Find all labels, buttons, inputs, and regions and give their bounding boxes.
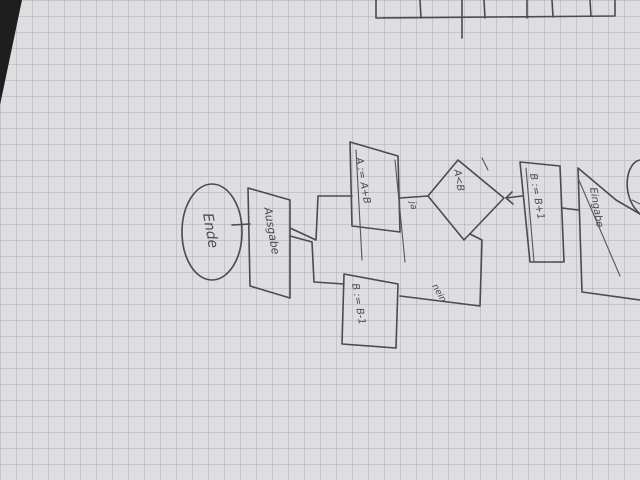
output-label: Ausgabe bbox=[261, 205, 282, 255]
start-terminal-partial bbox=[626, 159, 640, 215]
edge-output-process-bottom bbox=[289, 235, 345, 285]
process-top-label: A := A+B bbox=[353, 156, 372, 205]
input-parallelogram: Eingabe bbox=[577, 167, 640, 301]
decision-label: A<B bbox=[451, 168, 466, 193]
edge-end-output bbox=[231, 223, 251, 226]
edge-input-process-right bbox=[561, 207, 579, 211]
process-bottom-label: B := B-1 bbox=[349, 283, 367, 326]
process-right: B := B+1 bbox=[519, 161, 565, 263]
edge-yes-label: ja bbox=[407, 199, 419, 211]
edge-decision-no bbox=[399, 233, 483, 307]
end-label: Ende bbox=[199, 212, 221, 249]
end-terminal: Ende bbox=[181, 183, 243, 281]
process-top: A := A+B bbox=[349, 141, 406, 263]
edge-output-process-top bbox=[289, 195, 353, 241]
edge-process-right-decision bbox=[505, 191, 523, 205]
edge-decision-yes bbox=[399, 195, 429, 199]
decision-diamond: A<B bbox=[427, 157, 505, 241]
process-bottom: B := B-1 bbox=[341, 273, 399, 349]
output-parallelogram: Ausgabe bbox=[247, 187, 291, 299]
input-label: Eingabe bbox=[587, 187, 605, 229]
top-partial-boxes bbox=[375, 0, 616, 39]
